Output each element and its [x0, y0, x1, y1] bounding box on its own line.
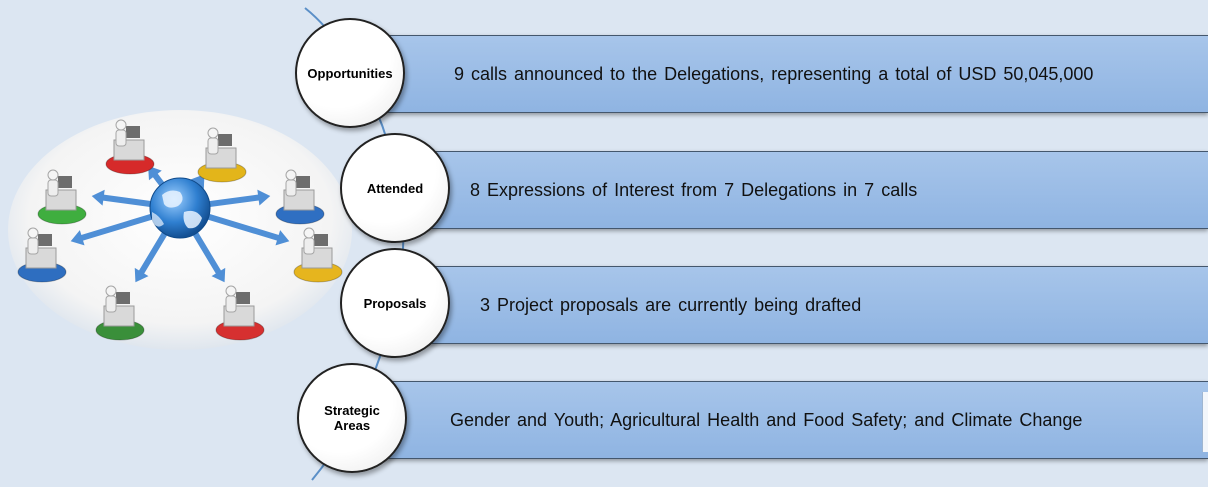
globe-icon — [149, 177, 211, 239]
workstation-icon — [37, 169, 87, 225]
circle-attended: Attended — [340, 133, 450, 243]
row-bar-proposals: 3 Project proposals are currently being … — [370, 266, 1208, 344]
row-text-strategic-areas: Gender and Youth; Agricultural Health an… — [450, 409, 1083, 430]
circle-label-proposals: Proposals — [363, 295, 427, 311]
network-arrow — [190, 228, 224, 277]
workstation-group — [17, 119, 343, 341]
workstation-icon — [17, 227, 67, 283]
row-bar-opportunities: 9 calls announced to the Delegations, re… — [370, 35, 1208, 113]
row-bar-attended: 8 Expressions of Interest from 7 Delegat… — [370, 151, 1208, 229]
network-arrow — [136, 228, 170, 277]
workstation-icon — [95, 285, 145, 341]
edge-marker — [1202, 392, 1208, 452]
workstation-icon — [215, 285, 265, 341]
arrow-head — [275, 230, 290, 246]
circle-label-opportunities: Opportunities — [307, 65, 393, 81]
workstation-icon — [197, 127, 247, 183]
arrow-head — [148, 165, 162, 181]
workstation-icon — [275, 169, 325, 225]
circle-strategic-areas: Strategic Areas — [297, 363, 407, 473]
network-arrow — [77, 212, 156, 242]
workstation-icon — [105, 119, 155, 175]
network-illustration — [8, 110, 352, 350]
arrow-head — [70, 230, 85, 246]
arrow-head — [211, 267, 226, 283]
arrow-head — [134, 267, 149, 283]
arrow-head — [190, 174, 205, 189]
circle-proposals: Proposals — [340, 248, 450, 358]
row-text-opportunities: 9 calls announced to the Delegations, re… — [454, 63, 1094, 84]
circle-label-attended: Attended — [366, 180, 424, 196]
network-arrow — [204, 212, 283, 242]
circle-label-strategic-areas: Strategic Areas — [324, 403, 380, 433]
arrow-head — [257, 189, 271, 206]
row-text-proposals: 3 Project proposals are currently being … — [480, 294, 862, 315]
arrow-head — [91, 189, 105, 206]
row-bar-strategic-areas: Gender and Youth; Agricultural Health an… — [370, 381, 1208, 459]
workstation-icon — [293, 227, 343, 283]
network-arrow — [99, 194, 155, 208]
row-text-attended: 8 Expressions of Interest from 7 Delegat… — [470, 179, 918, 200]
network-arrow — [205, 194, 263, 208]
circle-opportunities: Opportunities — [295, 18, 405, 128]
